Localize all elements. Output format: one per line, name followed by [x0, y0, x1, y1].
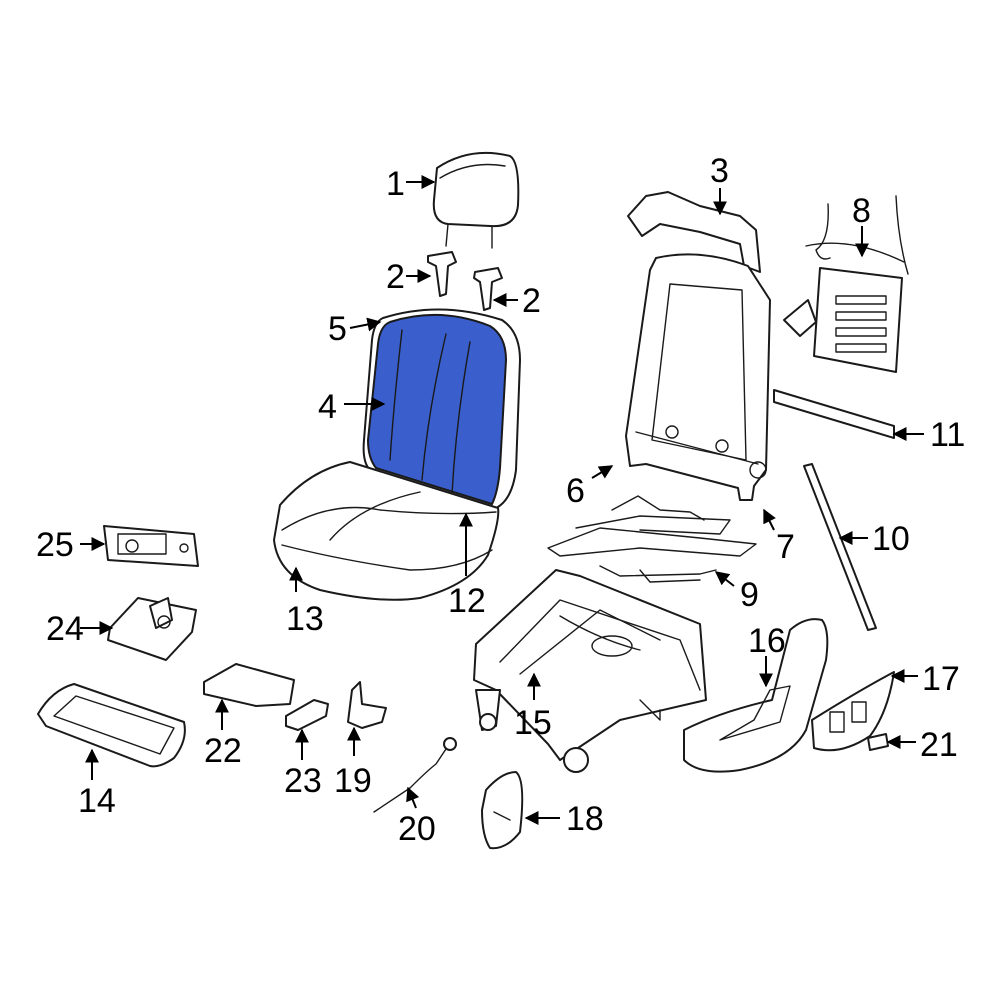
- mount-bracket-part[interactable]: [347, 681, 387, 729]
- callout-13: 13: [286, 600, 324, 638]
- cushion-wire-part[interactable]: [547, 495, 757, 583]
- callout-7: 7: [776, 528, 795, 566]
- callout-12: 12: [448, 582, 486, 620]
- callout-6: 6: [566, 472, 585, 510]
- callout-16: 16: [748, 622, 786, 660]
- headrest-guide-right-part[interactable]: [473, 267, 503, 311]
- callout-numbers: 1 2 2 3 4 5 6 7 8 9 10 11 12 13 14 15 16…: [36, 152, 965, 848]
- control-module-part[interactable]: [203, 663, 295, 707]
- callout-11: 11: [930, 416, 965, 454]
- callout-17: 17: [922, 660, 960, 698]
- callout-5: 5: [328, 310, 347, 348]
- callout-9: 9: [740, 576, 759, 614]
- switch-bezel-part[interactable]: [811, 671, 895, 752]
- recliner-cover-part[interactable]: [481, 771, 524, 850]
- control-panel-part[interactable]: [103, 525, 199, 567]
- seat-cushion-part[interactable]: [273, 461, 500, 601]
- small-module-part[interactable]: [285, 699, 329, 731]
- callout-23: 23: [284, 762, 322, 800]
- seat-back-frame-part[interactable]: [625, 253, 771, 501]
- headrest-part[interactable]: [432, 151, 520, 249]
- callout-25: 25: [36, 526, 74, 564]
- callout-4: 4: [318, 388, 337, 426]
- switch-module-part[interactable]: [107, 597, 197, 661]
- seat-back-pad-part[interactable]: [366, 313, 508, 506]
- seat-track-frame-part[interactable]: [473, 569, 707, 773]
- callout-20: 20: [398, 810, 436, 848]
- callout-10: 10: [872, 520, 910, 558]
- callout-leaders: [80, 175, 924, 825]
- side-shield-part[interactable]: [683, 618, 829, 773]
- callout-8: 8: [852, 192, 871, 230]
- callout-15: 15: [514, 704, 552, 742]
- frame-top-bracket-part[interactable]: [627, 191, 761, 273]
- callout-24: 24: [46, 610, 84, 648]
- release-cable-part[interactable]: [373, 737, 457, 813]
- storage-tray-part[interactable]: [37, 683, 186, 768]
- headrest-guide-left-part[interactable]: [427, 251, 457, 297]
- callout-19: 19: [334, 762, 372, 800]
- callout-22: 22: [204, 732, 242, 770]
- switch-knob-part[interactable]: [867, 733, 889, 751]
- callout-2-right: 2: [522, 282, 541, 320]
- callout-18: 18: [566, 800, 604, 838]
- callout-14: 14: [78, 782, 116, 820]
- callout-2-left: 2: [386, 258, 405, 296]
- support-bar-part[interactable]: [773, 389, 895, 439]
- callout-3: 3: [710, 152, 729, 190]
- callout-21: 21: [920, 726, 958, 764]
- trim-strip-part[interactable]: [803, 463, 877, 631]
- lumbar-support-part[interactable]: [783, 195, 909, 373]
- callout-1: 1: [386, 165, 405, 203]
